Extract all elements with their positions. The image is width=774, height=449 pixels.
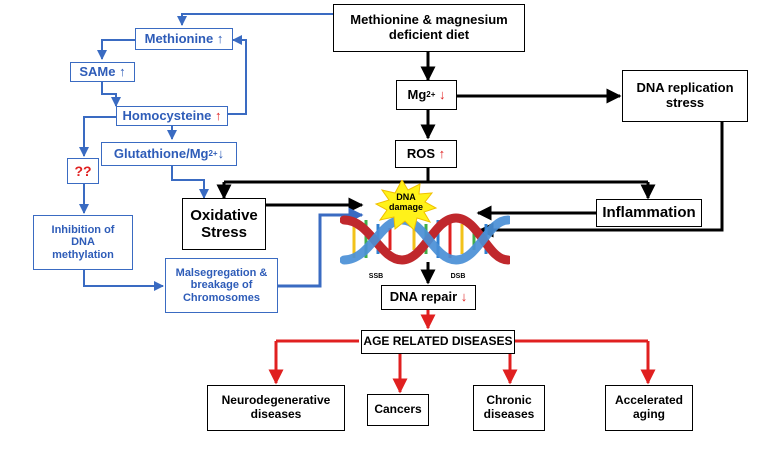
methionine-up-arrow-icon: ↑ — [216, 30, 224, 46]
age-related-label: AGE RELATED DISEASES — [363, 334, 513, 349]
methionine-label: Methionine — [144, 30, 214, 46]
diet-line-2: deficient diet — [388, 27, 470, 42]
arrow-diet-to-methionine — [177, 13, 333, 26]
arrow-replication-to-dna — [478, 122, 724, 238]
homocysteine-box: Homocysteine ↑ — [116, 106, 228, 126]
dna-damage-burst — [374, 180, 438, 231]
inflammation-box: Inflammation — [596, 199, 702, 227]
accelerated-line-2: aging — [633, 407, 665, 421]
glutathione-label: Glutathione/Mg — [113, 145, 209, 161]
outcome-accelerated-aging: Accelerated aging — [605, 385, 693, 431]
same-up-arrow-icon: ↑ — [119, 63, 126, 79]
dna-repair-box: DNA repair ↓ — [381, 285, 476, 310]
arrow-glutathione-to-oxidative — [171, 166, 209, 199]
ros-box: ROS ↑ — [395, 140, 457, 168]
dna-damage-label-2: damage — [389, 202, 423, 212]
mg-label: Mg — [407, 86, 427, 102]
accelerated-line-1: Accelerated — [614, 393, 684, 408]
diet-box: Methionine & magnesium deficient diet — [333, 4, 525, 52]
arrow-methionine-to-same — [97, 39, 135, 60]
mg-superscript: 2+ — [426, 90, 436, 100]
diet-line-1: Methionine & magnesium — [350, 12, 508, 28]
malsegregation-box: Malsegregation & breakage of Chromosomes — [165, 258, 278, 313]
neuro-line-1: Neurodegenerative — [221, 393, 331, 408]
ros-up-arrow-icon: ↑ — [438, 145, 446, 161]
dna-damage-label-1: DNA — [396, 192, 416, 202]
mg-down-arrow-icon: ↓ — [439, 86, 446, 102]
unknown-label: ?? — [74, 162, 92, 179]
same-label: SAMe — [79, 63, 116, 79]
neuro-line-2: diseases — [250, 407, 302, 421]
age-related-diseases-box: AGE RELATED DISEASES — [361, 330, 515, 354]
arrow-same-to-homocysteine — [101, 82, 121, 107]
unknown-link-box: ?? — [67, 158, 99, 184]
same-box: SAMe ↑ — [70, 62, 135, 82]
dna-repair-down-arrow-icon: ↓ — [460, 289, 468, 305]
ros-label: ROS — [406, 145, 436, 161]
oxidative-line-1: Oxidative — [190, 206, 258, 224]
replication-line-2: stress — [665, 95, 705, 110]
oxidative-line-2: Stress — [201, 224, 247, 241]
malsegregation-line-2: breakage of — [190, 279, 253, 292]
chronic-line-2: diseases — [483, 407, 535, 421]
dna-replication-stress-box: DNA replication stress — [622, 70, 748, 122]
glutathione-down-arrow-icon: ↓ — [217, 145, 225, 161]
outcome-cancers: Cancers — [367, 394, 429, 426]
chronic-line-1: Chronic — [486, 393, 532, 408]
inhibition-line-3: methylation — [52, 248, 114, 261]
inhibition-box: Inhibition of DNA methylation — [33, 215, 133, 270]
arrow-homocysteine-to-unknown — [79, 116, 116, 157]
malsegregation-line-3: Chromosomes — [182, 291, 261, 304]
homocysteine-up-arrow-icon: ↑ — [215, 107, 222, 123]
replication-line-1: DNA replication — [636, 80, 734, 96]
arrow-homocysteine-to-methionine — [228, 35, 247, 115]
cancers-line-1: Cancers — [374, 402, 422, 417]
arrow-inhibition-to-malsegregation — [83, 270, 164, 291]
dna-repair-label: DNA repair — [389, 289, 458, 305]
malsegregation-line-1: Malsegregation & — [175, 266, 268, 279]
arrow-malsegregation-to-dna — [278, 207, 364, 288]
dna-strand-blue — [340, 215, 510, 265]
oxidative-stress-box: Oxidative Stress — [182, 198, 266, 250]
inhibition-line-1: Inhibition of — [51, 223, 115, 236]
methionine-box: Methionine ↑ — [135, 28, 233, 50]
outcome-neurodegenerative: Neurodegenerative diseases — [207, 385, 345, 431]
dna-helix-graphic: DNA damage SSB DSB — [340, 180, 510, 280]
homocysteine-label: Homocysteine — [122, 107, 212, 123]
outcome-chronic: Chronic diseases — [473, 385, 545, 431]
inhibition-line-2: DNA — [71, 236, 95, 249]
inflammation-label: Inflammation — [602, 204, 696, 222]
ssb-label: SSB — [369, 273, 383, 280]
glutathione-superscript: 2+ — [208, 149, 218, 159]
dsb-label: DSB — [451, 273, 466, 280]
